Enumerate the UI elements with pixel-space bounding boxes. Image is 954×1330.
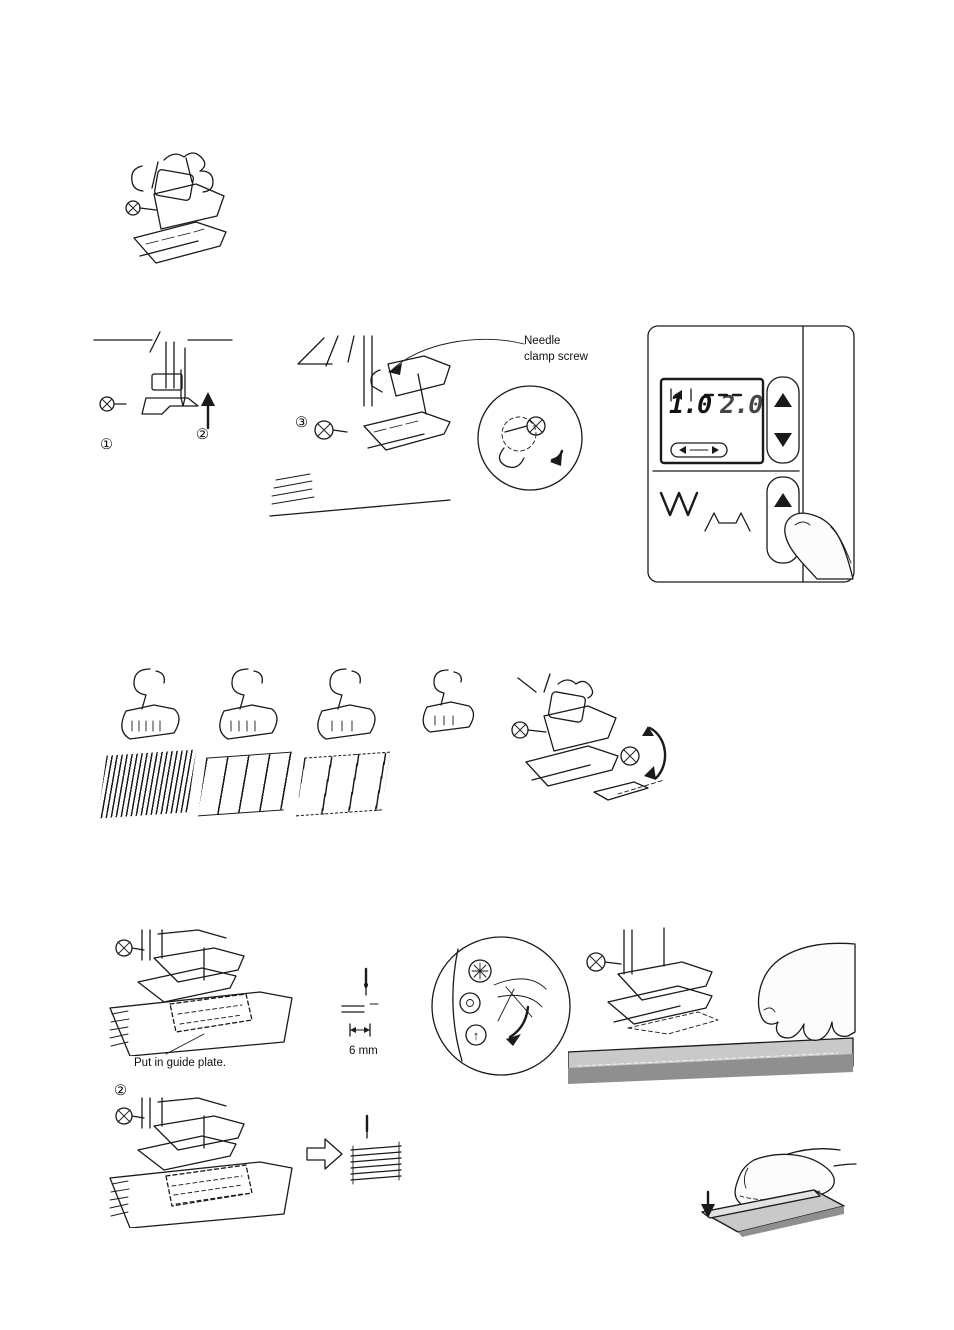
pintuck-foot-3-groove-illustration (317, 668, 376, 740)
step-3-label: ③ (295, 415, 308, 431)
lcd-display (659, 377, 765, 465)
step-2-label: ② (196, 427, 209, 443)
figure-screw-inset: ↑ (428, 933, 578, 1083)
hand-on-fabric-illustration (567, 927, 856, 1084)
figure-pintuck-foot-3 (295, 663, 392, 823)
guide-plate-caption: Put in guide plate. (134, 1057, 227, 1069)
control-panel-illustration (647, 325, 855, 583)
six-mm-label: 6 mm (349, 1045, 378, 1057)
figure-pintuck-foot-assembly (106, 146, 246, 281)
right-open-arrow-icon (306, 1138, 343, 1170)
foot-rotate-illustration (511, 673, 667, 801)
down-arrow-icon (701, 1204, 715, 1218)
figure-pintuck-foot-2 (197, 663, 294, 823)
zoom-inset-circle (431, 936, 571, 1076)
needle-spacing-illustration (341, 967, 379, 1037)
needle-up-glyph: ↑ (473, 1028, 480, 1043)
step-2-lower-label: ② (114, 1083, 127, 1099)
pintuck-sample-spaced (295, 751, 391, 817)
lcd-values: 1.0 2.0 (669, 390, 763, 419)
pintuck-foot-5-groove-illustration (219, 668, 278, 740)
figure-stitch-rows (303, 1112, 407, 1202)
knob-icon (459, 992, 481, 1014)
foot-controller-illustration (701, 1148, 857, 1237)
figure-needle-clamp-detail: ③ Needle clamp screw (268, 330, 600, 522)
zoom-inset-circle (477, 385, 583, 491)
stitch-width-icon (674, 390, 682, 400)
down-triangle-icon (774, 433, 792, 447)
figure-hand-on-fabric (567, 926, 858, 1088)
figure-guide-plate-step1: Put in guide plate. (108, 928, 303, 1076)
adjust-pill (670, 442, 728, 458)
side-knob-icon (620, 746, 640, 766)
needle-bar-illustration (93, 331, 233, 430)
upper-button-pill (766, 376, 800, 464)
pintuck-foot-assembly-illustration (125, 152, 227, 264)
figure-pintuck-foot-1 (97, 663, 197, 823)
pintuck-foot-small-illustration (422, 669, 475, 733)
up-triangle-icon (774, 393, 792, 407)
needle-up-icon (465, 1024, 487, 1046)
left-right-adjust-icon (679, 446, 686, 454)
dimension-arrow-icon (350, 1027, 356, 1033)
stitch-pattern-peaks-icon (704, 512, 751, 532)
phillips-screw-icon (468, 959, 492, 983)
guide-plate-illustration (109, 929, 293, 1057)
turn-direction-arrow-icon (506, 1034, 521, 1046)
machine-needle-area-illustration (269, 335, 583, 517)
needle-clamp-screw-callout: Needle clamp screw (524, 335, 588, 363)
turn-arrow-icon (550, 454, 562, 466)
step-1-label: ① (100, 437, 113, 453)
rotate-arrow-icon (648, 726, 667, 780)
up-arrow-icon (201, 392, 215, 406)
guide-plate-stitching-illustration (109, 1097, 293, 1228)
pointer-arrow-icon (388, 363, 402, 375)
lcd-length-value: 2.0 (720, 390, 763, 419)
pintuck-foot-5-groove-illustration (121, 668, 180, 740)
pintuck-sample-fine (97, 749, 197, 819)
stitch-pattern-zigzag-icon (659, 491, 699, 517)
figure-pintuck-foot-4 (404, 665, 484, 745)
figure-needle-raise-steps: ① ② (90, 330, 240, 460)
figure-6mm-spacing: 6 mm (336, 966, 400, 1064)
figure-foot-controller (696, 1146, 860, 1240)
figure-control-panel: 1.0 2.0 (645, 323, 859, 587)
lcd-width-value: 1.0 (669, 390, 712, 419)
figure-foot-adjustment (498, 672, 678, 834)
pintuck-sample-wide (197, 751, 293, 817)
hand-illustration (757, 942, 856, 1041)
figure-guide-plate-step2: ② (108, 1082, 303, 1232)
stitch-rows-illustration (306, 1114, 402, 1185)
finger-pressing-button (784, 512, 854, 580)
screw-inset-illustration: ↑ (431, 936, 571, 1076)
guide-plate-outline (169, 993, 253, 1033)
